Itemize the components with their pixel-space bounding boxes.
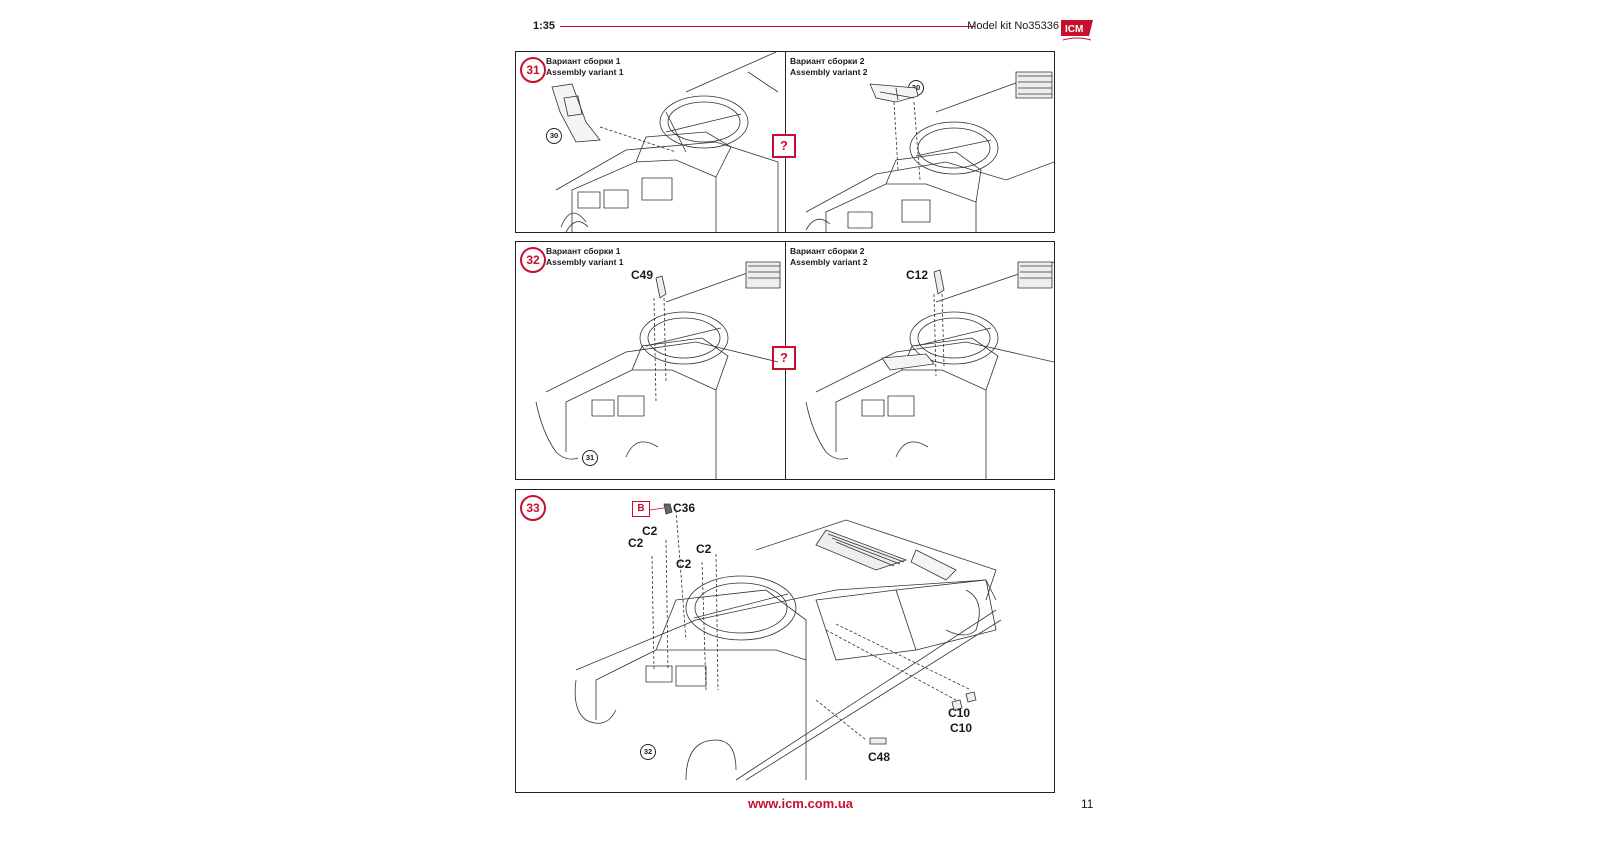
question-mark-box: ? xyxy=(772,134,796,158)
part-label: C12 xyxy=(906,268,929,282)
ref-step-circle: 32 xyxy=(640,744,656,760)
tank-drawing-step-33 xyxy=(516,490,1054,792)
variant-2-en: Assembly variant 2 xyxy=(790,67,868,77)
variant-1-label: Вариант сборки 1 Assembly variant 1 xyxy=(546,56,623,78)
sprue-box: B xyxy=(632,501,650,517)
part-label: C49 xyxy=(631,268,654,282)
logo-text: ICM xyxy=(1065,24,1083,35)
part-label: C2 xyxy=(696,542,712,556)
variant-2-label: Вариант сборки 2 Assembly variant 2 xyxy=(790,56,867,78)
step-number-badge: 32 xyxy=(520,247,546,273)
variant-2-en: Assembly variant 2 xyxy=(790,257,868,267)
model-kit-label: Model kit No35336 xyxy=(967,20,1059,32)
step-number-badge: 31 xyxy=(520,57,546,83)
variant-2-label: Вариант сборки 2 Assembly variant 2 xyxy=(790,246,867,268)
icm-logo: ICM xyxy=(1059,16,1095,44)
tank-drawing-variant-2 xyxy=(786,52,1055,232)
part-label: C48 xyxy=(868,750,891,764)
tank-drawing-variant-2 xyxy=(786,242,1055,479)
ref-step-circle: 30 xyxy=(546,128,562,144)
question-mark-box: ? xyxy=(772,346,796,370)
variant-1-ru: Вариант сборки 1 xyxy=(546,56,621,66)
variant-1-label: Вариант сборки 1 Assembly variant 1 xyxy=(546,246,623,268)
variant-1-en: Assembly variant 1 xyxy=(546,67,624,77)
step-32-panel: 32 Вариант сборки 1 Assembly variant 1 В… xyxy=(515,241,1055,480)
part-label: C36 xyxy=(673,501,696,515)
tank-drawing-variant-1 xyxy=(516,52,1054,232)
scale-label: 1:35 xyxy=(533,20,556,32)
instruction-page: 1:35 Model kit No35336 ICM 31 Вариант сб… xyxy=(515,0,1095,850)
tank-drawing-variant-1 xyxy=(516,242,1054,479)
part-label: C2 xyxy=(642,524,658,538)
variant-2-ru: Вариант сборки 2 xyxy=(790,246,865,256)
step-31-panel: 31 Вариант сборки 1 Assembly variant 1 В… xyxy=(515,51,1055,233)
variant-2-ru: Вариант сборки 2 xyxy=(790,56,865,66)
header-rule xyxy=(560,26,975,27)
footer-url[interactable]: www.icm.com.ua xyxy=(748,796,853,811)
part-label: C10 xyxy=(950,721,973,735)
ref-step-circle: 31 xyxy=(582,450,598,466)
part-label: C2 xyxy=(628,536,644,550)
step-33-panel: 33 B C36 C2 C2 C2 C2 C10 C10 C48 32 xyxy=(515,489,1055,793)
page-number: 11 xyxy=(1081,797,1094,811)
variant-1-en: Assembly variant 1 xyxy=(546,257,624,267)
step-number-badge: 33 xyxy=(520,495,546,521)
variant-1-ru: Вариант сборки 1 xyxy=(546,246,621,256)
